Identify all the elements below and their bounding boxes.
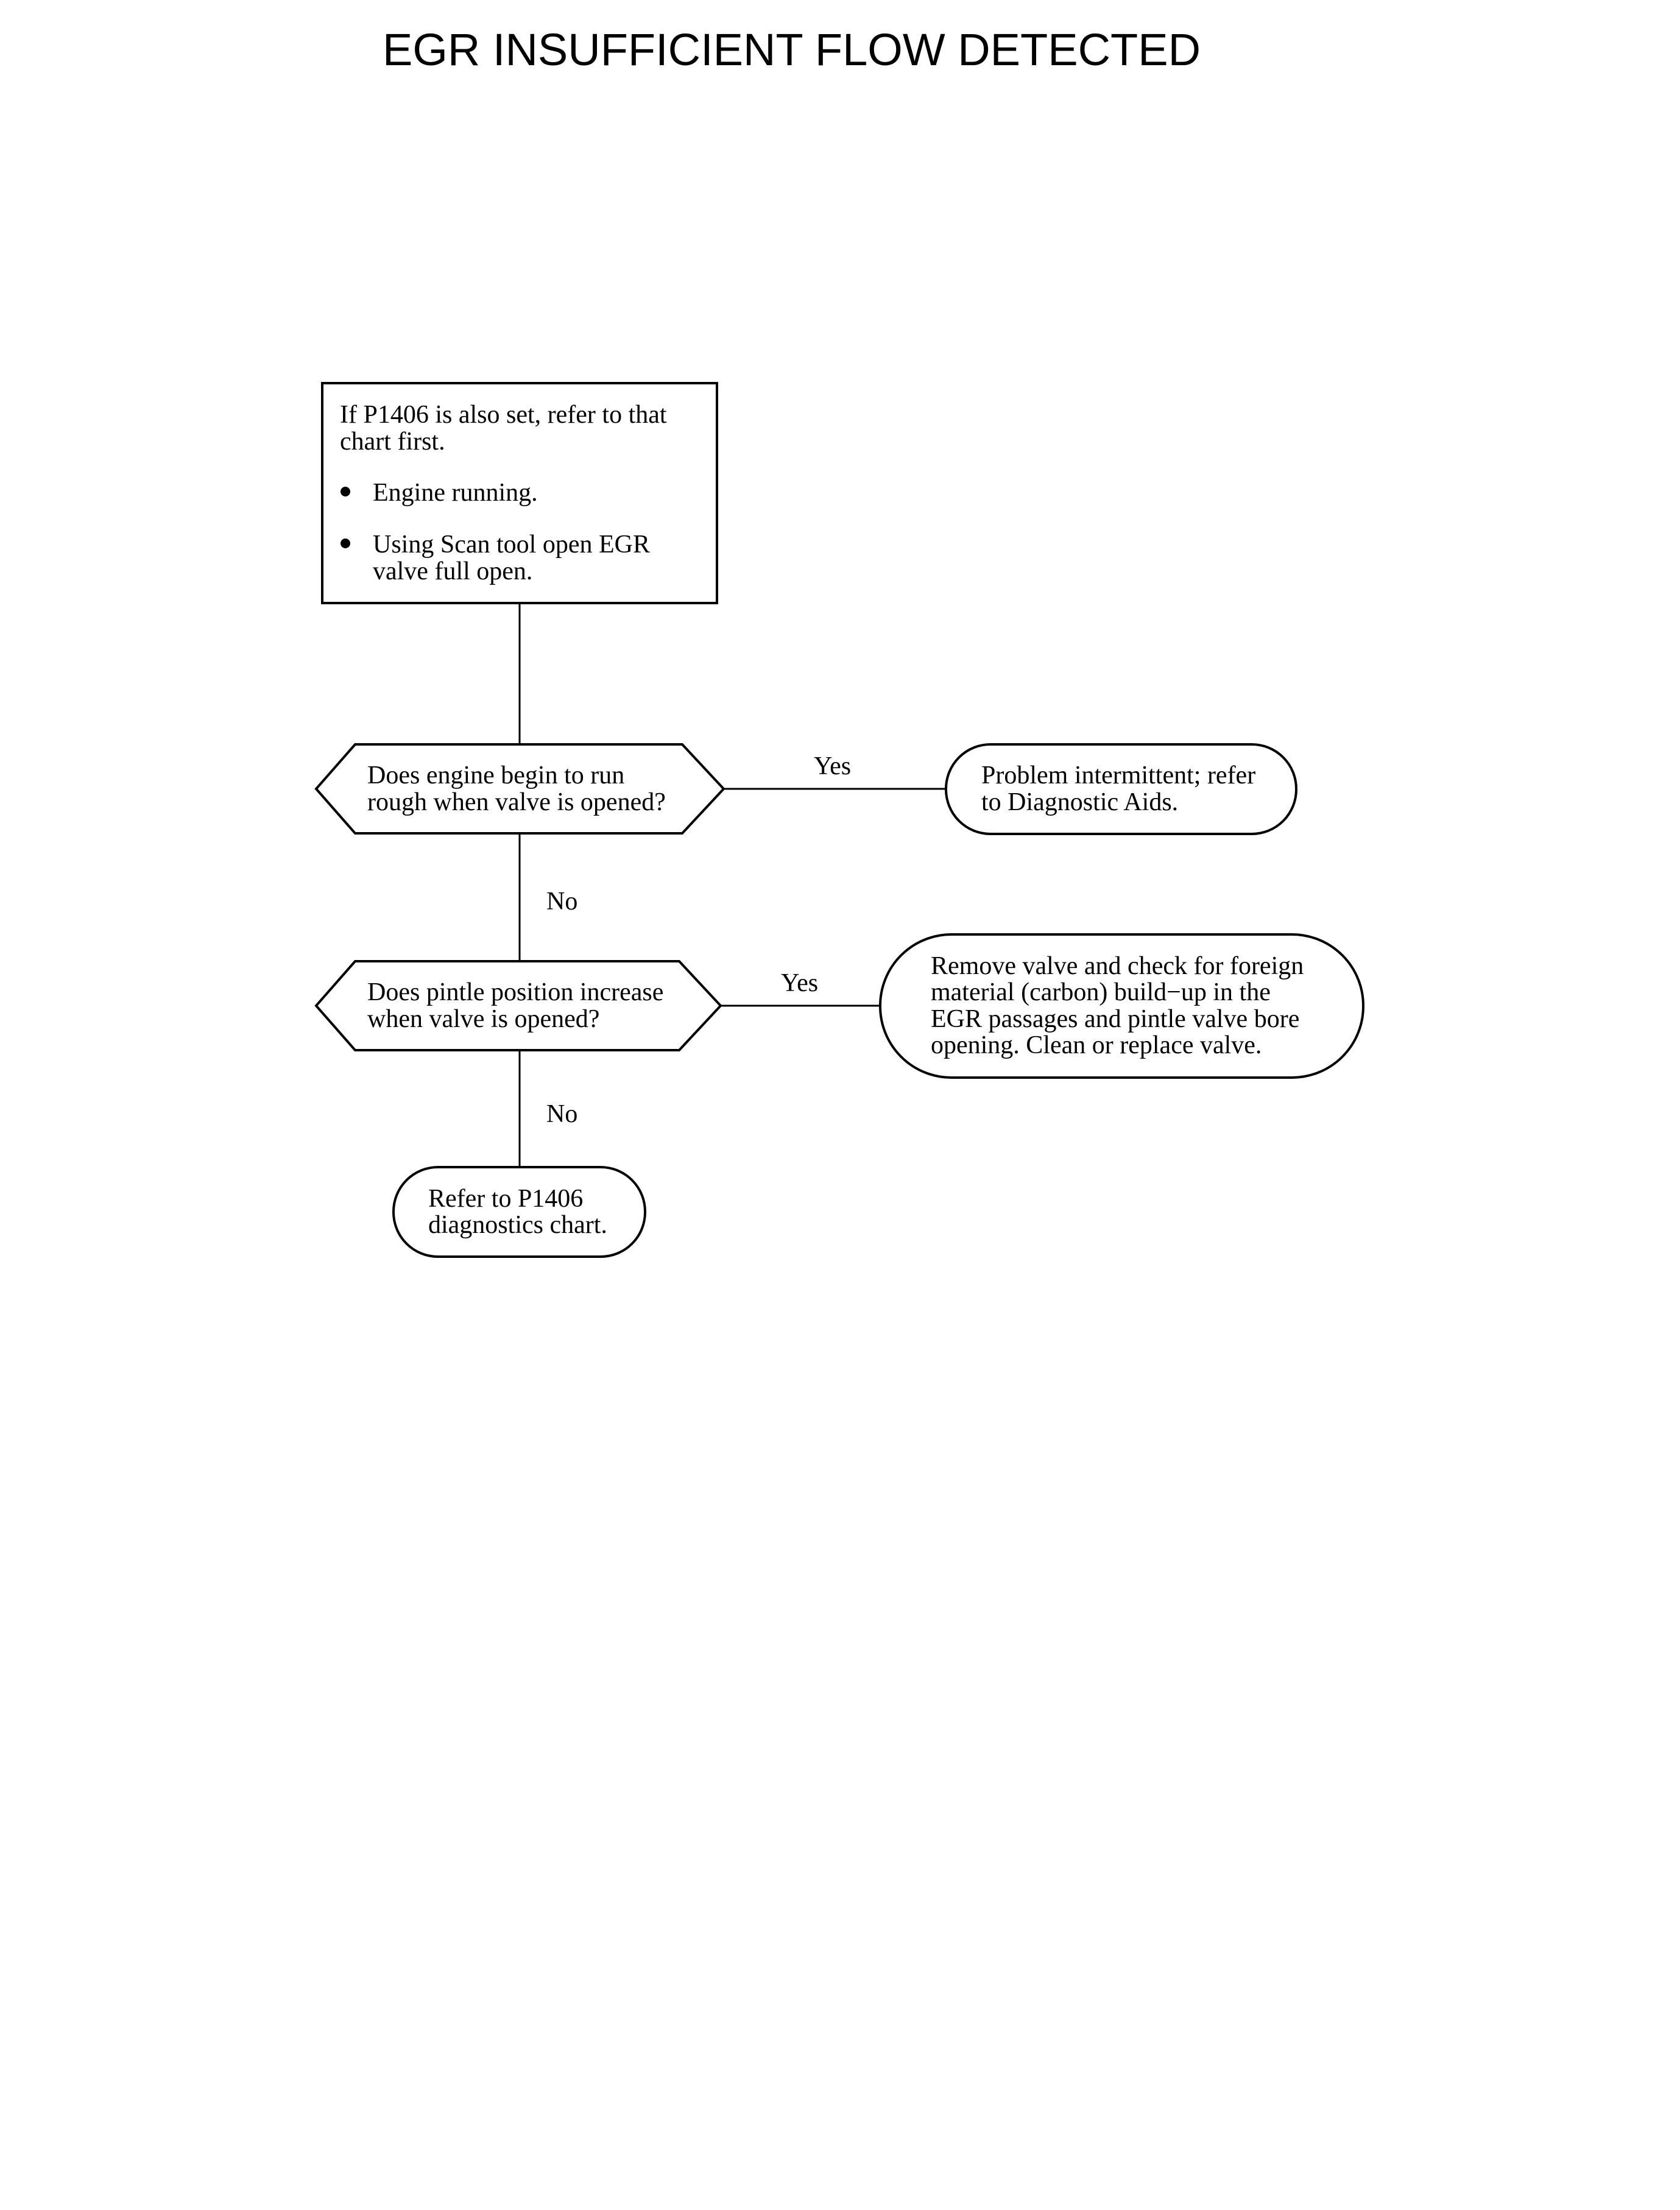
decision2-no-label: No bbox=[546, 1100, 577, 1128]
result2-line4: opening. Clean or replace valve. bbox=[931, 1031, 1262, 1059]
result-remove-valve: Remove valve and check for foreign mater… bbox=[879, 933, 1364, 1079]
bullet-icon bbox=[341, 538, 350, 548]
result-refer-p1406: Refer to P1406 diagnostics chart. bbox=[392, 1166, 646, 1258]
result-intermittent: Problem intermittent; refer to Diagnosti… bbox=[945, 743, 1297, 835]
start-box-intro-line1: If P1406 is also set, refer to that bbox=[340, 401, 667, 429]
start-box-bullet2-line2: valve full open. bbox=[373, 557, 532, 585]
decision-engine-rough: Does engine begin to run rough when valv… bbox=[314, 743, 725, 835]
decision2-line2: when valve is opened? bbox=[367, 1005, 599, 1033]
result1-line2: to Diagnostic Aids. bbox=[981, 788, 1178, 816]
decision-pintle-position: Does pintle position increase when valve… bbox=[314, 960, 722, 1051]
start-box: If P1406 is also set, refer to that char… bbox=[321, 382, 718, 604]
decision1-line1: Does engine begin to run bbox=[367, 761, 624, 789]
decision2-yes-label: Yes bbox=[781, 969, 818, 997]
decision2-line1: Does pintle position increase bbox=[367, 978, 663, 1006]
start-box-bullet2-line1: Using Scan tool open EGR bbox=[373, 531, 650, 559]
result1-line1: Problem intermittent; refer bbox=[981, 761, 1255, 789]
start-box-bullet1: Engine running. bbox=[373, 479, 538, 507]
decision1-yes-label: Yes bbox=[814, 752, 851, 780]
result3-line1: Refer to P1406 bbox=[428, 1185, 583, 1213]
decision1-no-label: No bbox=[546, 888, 577, 916]
result3-line2: diagnostics chart. bbox=[428, 1211, 607, 1239]
result2-line2: material (carbon) build−up in the bbox=[931, 978, 1271, 1006]
bullet-icon bbox=[341, 487, 350, 496]
page-title: EGR INSUFFICIENT FLOW DETECTED bbox=[383, 24, 1201, 75]
start-box-intro-line2: chart first. bbox=[340, 428, 445, 456]
result2-line3: EGR passages and pintle valve bore bbox=[931, 1005, 1299, 1033]
decision1-line2: rough when valve is opened? bbox=[367, 788, 666, 816]
result2-line1: Remove valve and check for foreign bbox=[931, 952, 1304, 980]
